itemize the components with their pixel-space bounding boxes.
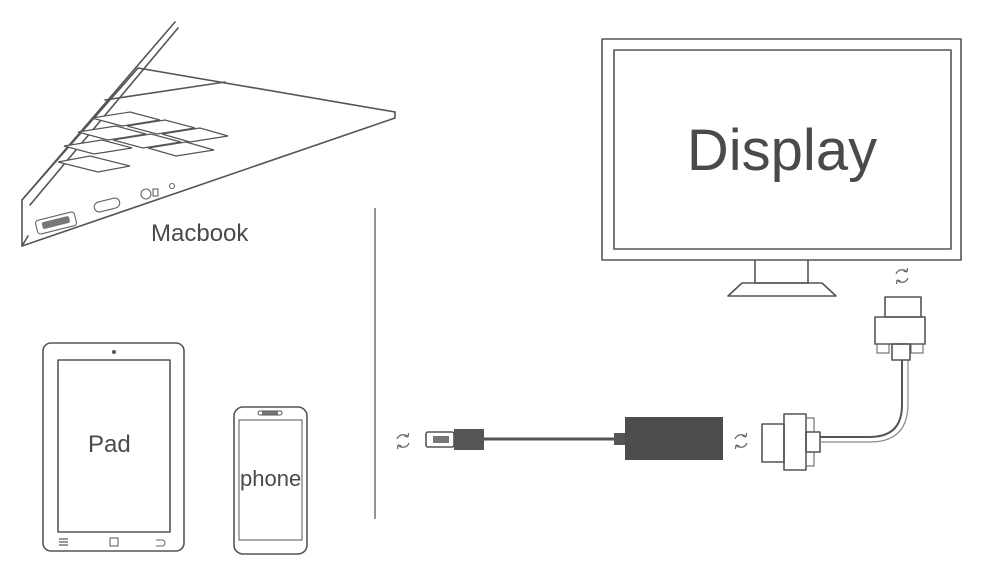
phone-body <box>233 406 308 555</box>
laptop-ports <box>34 182 176 235</box>
display-label: Display <box>687 118 877 183</box>
macbook-illustration <box>21 21 396 247</box>
pad-illustration <box>42 342 185 552</box>
pad-back-icon <box>156 539 166 547</box>
keyboard-keys <box>57 111 229 173</box>
vga-plug-horizontal <box>761 413 821 471</box>
pad-body <box>42 342 185 552</box>
monitor-illustration <box>601 38 962 297</box>
laptop-deck <box>21 67 396 201</box>
adapter-cable <box>425 296 926 471</box>
vga-connector-vertical <box>874 296 926 361</box>
plug-housing <box>454 429 484 450</box>
pad-label: Pad <box>88 431 131 458</box>
vga-cable <box>820 360 903 438</box>
phone-illustration <box>233 406 308 555</box>
monitor-screen <box>613 49 952 250</box>
pad-home-icon <box>109 537 119 547</box>
monitor-stand-base <box>727 282 837 297</box>
pad-screen <box>57 359 171 533</box>
macbook-label: Macbook <box>151 220 249 247</box>
pad-menu-icon <box>59 538 68 546</box>
rotate-icon <box>396 432 410 450</box>
monitor-frame <box>601 38 962 261</box>
phone-label: phone <box>240 466 301 491</box>
rotate-icon <box>734 432 748 450</box>
phone-screen <box>238 419 303 541</box>
pad-camera <box>112 350 116 354</box>
monitor-neck <box>754 259 809 284</box>
laptop-base <box>21 111 396 247</box>
rotate-icon <box>895 267 909 285</box>
adapter-box <box>625 417 723 460</box>
